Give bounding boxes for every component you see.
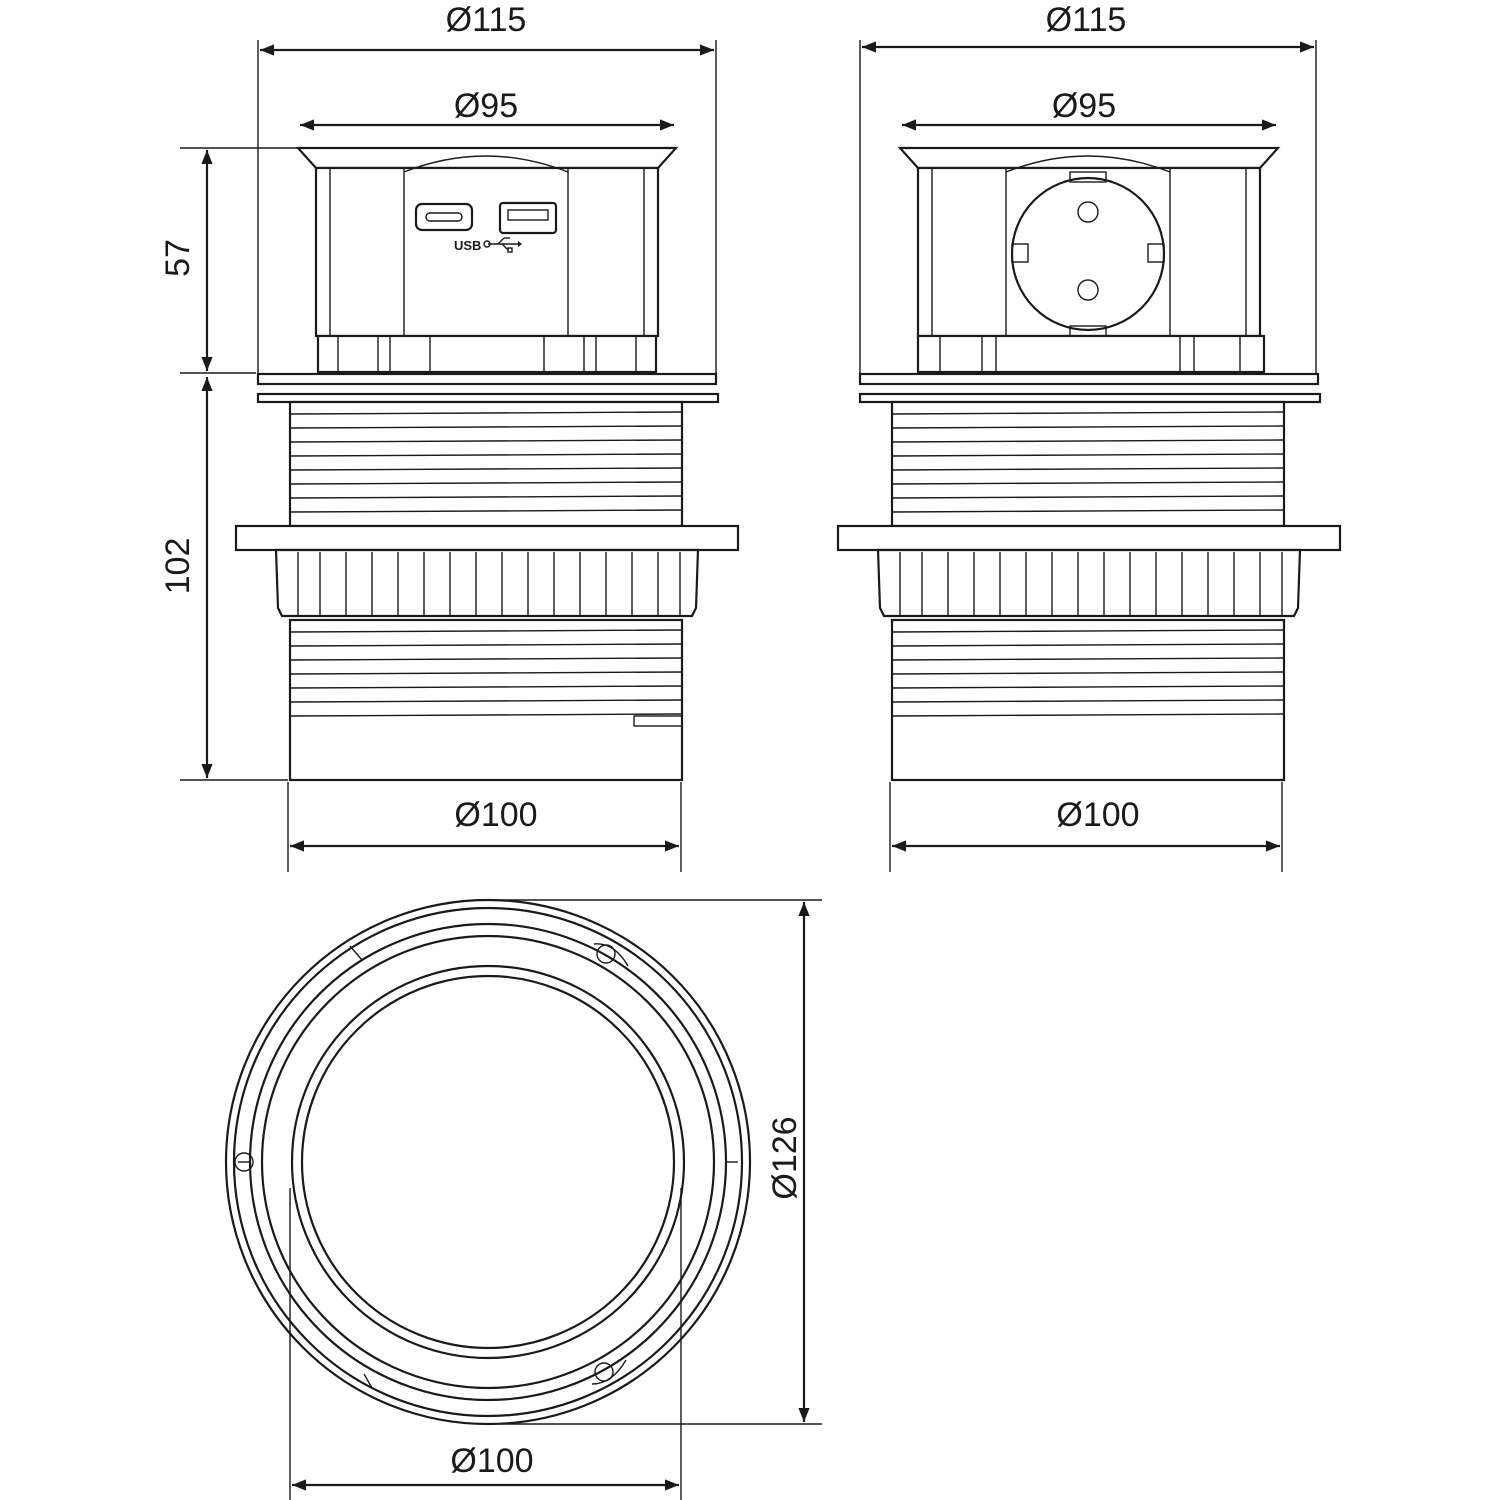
dim-left-height-lower: 102	[159, 538, 197, 595]
dim-right-top-inner: Ø95	[1052, 87, 1116, 125]
thread-lines-lower-right	[891, 629, 1285, 717]
dim-left-bottom: Ø100	[454, 796, 537, 834]
dim-left-top-outer: Ø115	[446, 1, 527, 39]
schuko-socket-icon	[1010, 171, 1166, 337]
usb-symbol-icon	[483, 237, 522, 253]
nut-ribs-right	[899, 552, 1283, 616]
dim-right-bottom: Ø100	[1056, 796, 1139, 834]
left-elevation-view: USB	[234, 146, 740, 782]
right-dimensions: Ø115 Ø95 Ø100	[859, 1, 1317, 872]
left-dimensions: Ø115 Ø95 57 102 Ø100	[159, 1, 717, 872]
thread-lines-upper-right	[891, 411, 1285, 513]
dim-plan-bottom: Ø100	[450, 1442, 533, 1480]
usb-a-port-icon	[498, 201, 558, 235]
plan-dimensions: Ø126 Ø100	[289, 899, 822, 1500]
dim-left-height-upper: 57	[159, 239, 197, 277]
plan-view	[224, 898, 752, 1426]
right-elevation-view	[836, 146, 1342, 782]
dim-left-top-inner: Ø95	[454, 87, 518, 125]
thread-lines-upper	[289, 411, 683, 513]
nut-ribs-left	[297, 552, 681, 616]
dim-plan-diameter: Ø126	[766, 1116, 804, 1199]
thread-lines-lower	[289, 629, 683, 717]
dim-right-top-outer: Ø115	[1046, 1, 1127, 39]
usb-c-port-icon	[414, 202, 474, 232]
usb-label: USB	[454, 238, 481, 253]
